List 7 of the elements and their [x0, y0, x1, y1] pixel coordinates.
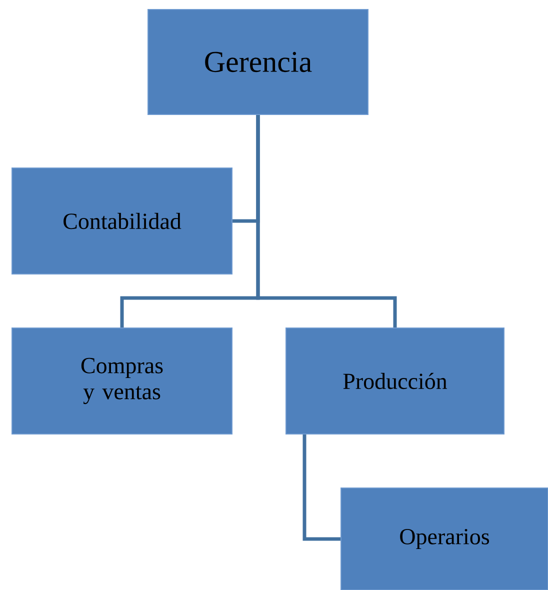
connector-line	[256, 115, 397, 328]
org-box: Compras y ventas	[12, 328, 232, 434]
org-box: Producción	[286, 328, 504, 434]
connector-line	[302, 434, 340, 541]
org-box: Contabilidad	[12, 168, 232, 274]
org-box: Gerencia	[148, 9, 368, 115]
org-box: Operarios	[340, 488, 548, 590]
